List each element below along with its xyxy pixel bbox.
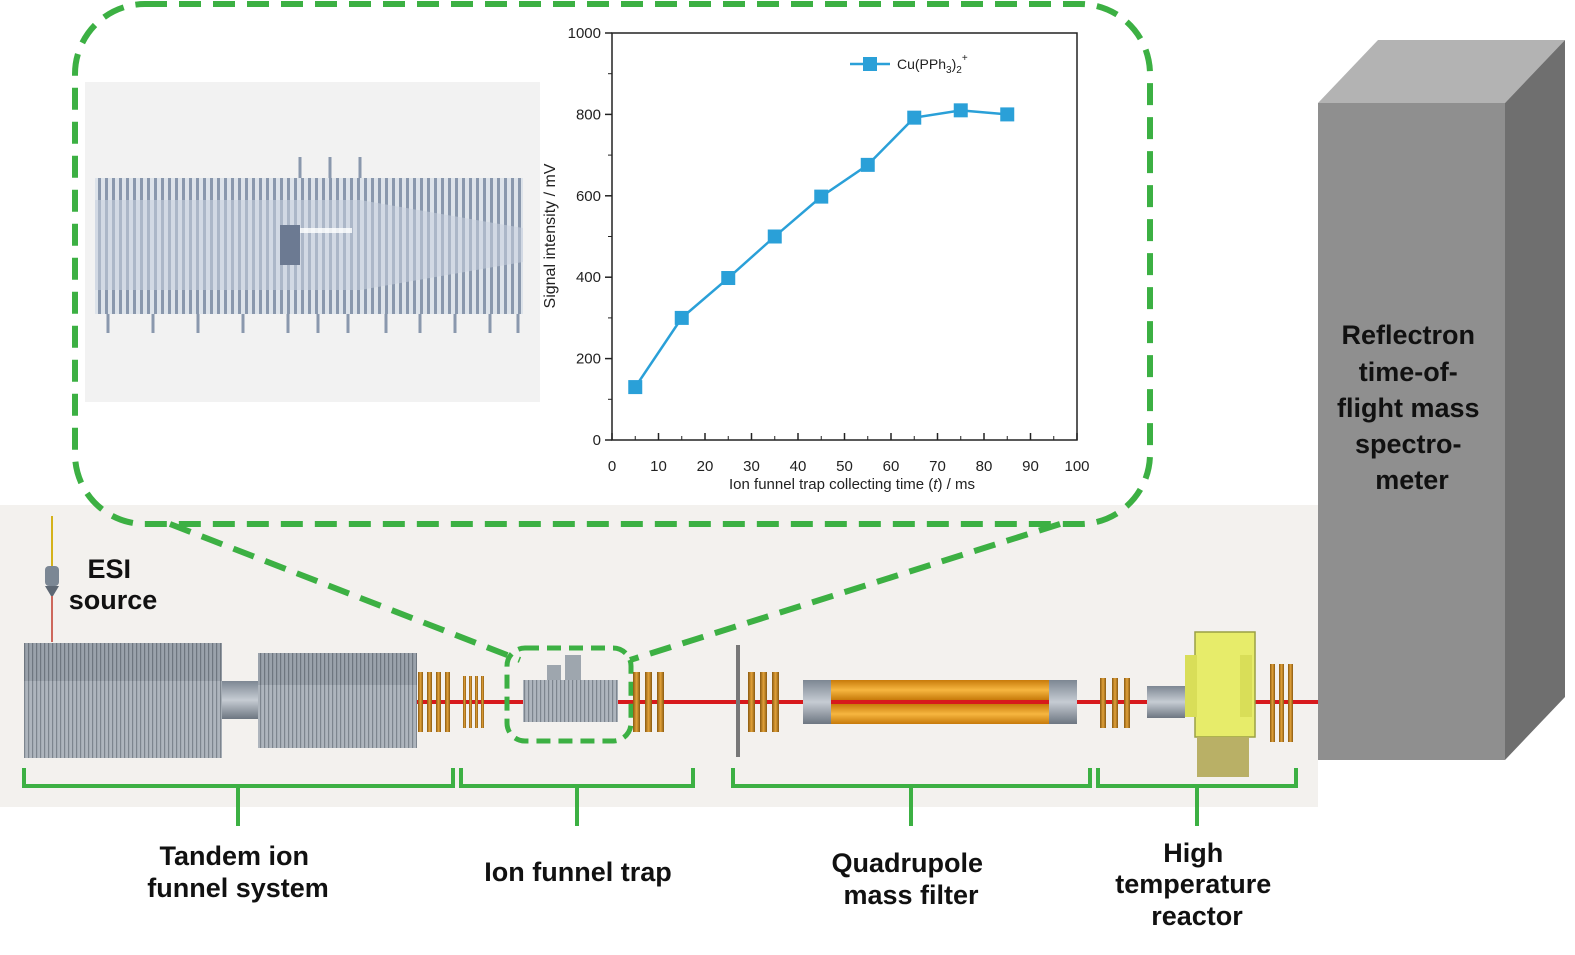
reactor-label: High temperature reactor bbox=[1115, 838, 1279, 931]
signal-chart: 0 10 20 30 40 50 60 70 80 90 100 0 200 400 600 800 1000… bbox=[542, 25, 1090, 493]
x-axis-label-main: Ion funnel trap collecting time ( bbox=[729, 476, 933, 493]
section-brackets bbox=[22, 768, 1298, 826]
ion-funnel-trap bbox=[504, 645, 634, 744]
tof-label-line2: time-of- bbox=[1359, 357, 1458, 387]
reactor-label-line3: reactor bbox=[1151, 901, 1243, 931]
tandem-label-line1: Tandem ion bbox=[159, 841, 309, 871]
series-points-cu bbox=[628, 103, 1015, 395]
tof-label-line1: Reflectron bbox=[1341, 320, 1475, 350]
zoom-line-right bbox=[629, 521, 1061, 663]
tandem-label-line2: funnel system bbox=[147, 873, 329, 903]
data-point-6 bbox=[907, 110, 922, 125]
electrode-set-2 bbox=[633, 672, 664, 732]
legend-mid: ) bbox=[952, 56, 957, 72]
electrode-set-1 bbox=[418, 672, 484, 732]
reactor-label-line2: temperature bbox=[1115, 869, 1271, 899]
esi-label-line1: ESI bbox=[87, 554, 131, 584]
legend-sub1: 3 bbox=[946, 65, 952, 76]
x-axis-label: Ion funnel trap collecting time (t) / ms bbox=[729, 476, 975, 493]
y-axis-label: Signal intensity / mV bbox=[542, 163, 559, 308]
x-tick-label-3: 30 bbox=[743, 458, 760, 475]
x-tick-label-4: 40 bbox=[790, 458, 807, 475]
zoom-callout bbox=[72, 1, 1153, 527]
data-point-2 bbox=[721, 271, 736, 286]
tof-label-line5: meter bbox=[1375, 465, 1449, 495]
x-tick-label-2: 20 bbox=[697, 458, 714, 475]
legend: Cu(PPh3)2+ bbox=[850, 53, 968, 76]
tof-label: Reflectron time-of- flight mass spectro-… bbox=[1337, 320, 1487, 495]
quad-label-line2: mass filter bbox=[843, 880, 979, 910]
tof-box bbox=[1318, 40, 1565, 760]
quad-label: Quadrupole mass filter bbox=[831, 848, 990, 910]
data-point-1 bbox=[674, 310, 689, 325]
tof-label-line3: flight mass bbox=[1337, 393, 1480, 423]
plot-frame bbox=[611, 32, 1078, 441]
reactor-label-line1: High bbox=[1163, 838, 1223, 868]
zoom-line-left bbox=[168, 521, 522, 663]
x-tick-label-10: 100 bbox=[1064, 458, 1089, 475]
x-axis-label-end: ) / ms bbox=[937, 476, 975, 493]
tandem-label: Tandem ion funnel system bbox=[147, 841, 329, 903]
x-tick-label-5: 50 bbox=[836, 458, 853, 475]
y-axis-ticks: 0 200 400 600 800 1000 bbox=[568, 25, 612, 449]
tof-label-line4: spectro- bbox=[1355, 429, 1462, 459]
x-tick-label-8: 80 bbox=[976, 458, 993, 475]
data-point-8 bbox=[1000, 107, 1015, 122]
trap-detail-inset bbox=[85, 82, 540, 402]
tandem-funnels bbox=[24, 643, 417, 758]
y-tick-label-5: 1000 bbox=[568, 25, 601, 42]
quad-label-line1: Quadrupole bbox=[831, 848, 983, 878]
data-point-3 bbox=[767, 229, 782, 244]
data-point-5 bbox=[860, 157, 875, 172]
legend-base: Cu(PPh bbox=[897, 56, 946, 72]
x-tick-label-7: 70 bbox=[929, 458, 946, 475]
data-point-4 bbox=[814, 189, 829, 204]
x-axis-label-var: t bbox=[933, 476, 938, 493]
data-point-0 bbox=[628, 380, 643, 395]
trap-label: Ion funnel trap bbox=[484, 857, 671, 887]
legend-sub2: 2 bbox=[956, 65, 962, 76]
legend-label: Cu(PPh3)2+ bbox=[897, 53, 968, 76]
y-tick-label-2: 400 bbox=[576, 269, 601, 286]
x-tick-label-0: 0 bbox=[608, 458, 616, 475]
y-tick-label-1: 200 bbox=[576, 351, 601, 368]
esi-label-line2: source bbox=[69, 585, 158, 615]
data-point-7 bbox=[953, 103, 968, 118]
x-tick-label-1: 10 bbox=[650, 458, 667, 475]
electrode-set-3 bbox=[1100, 678, 1130, 728]
x-tick-label-6: 60 bbox=[883, 458, 900, 475]
x-tick-label-9: 90 bbox=[1022, 458, 1039, 475]
legend-marker bbox=[863, 57, 877, 71]
legend-sup: + bbox=[962, 53, 968, 64]
quadrupole bbox=[736, 645, 1077, 757]
x-axis-ticks: 0 10 20 30 40 50 60 70 80 90 100 bbox=[608, 433, 1090, 475]
y-tick-label-0: 0 bbox=[593, 432, 601, 449]
esi-emitter bbox=[45, 516, 59, 642]
high-temperature-reactor bbox=[1147, 631, 1293, 777]
esi-label: ESI source bbox=[69, 554, 158, 615]
y-tick-label-3: 600 bbox=[576, 188, 601, 205]
y-tick-label-4: 800 bbox=[576, 106, 601, 123]
